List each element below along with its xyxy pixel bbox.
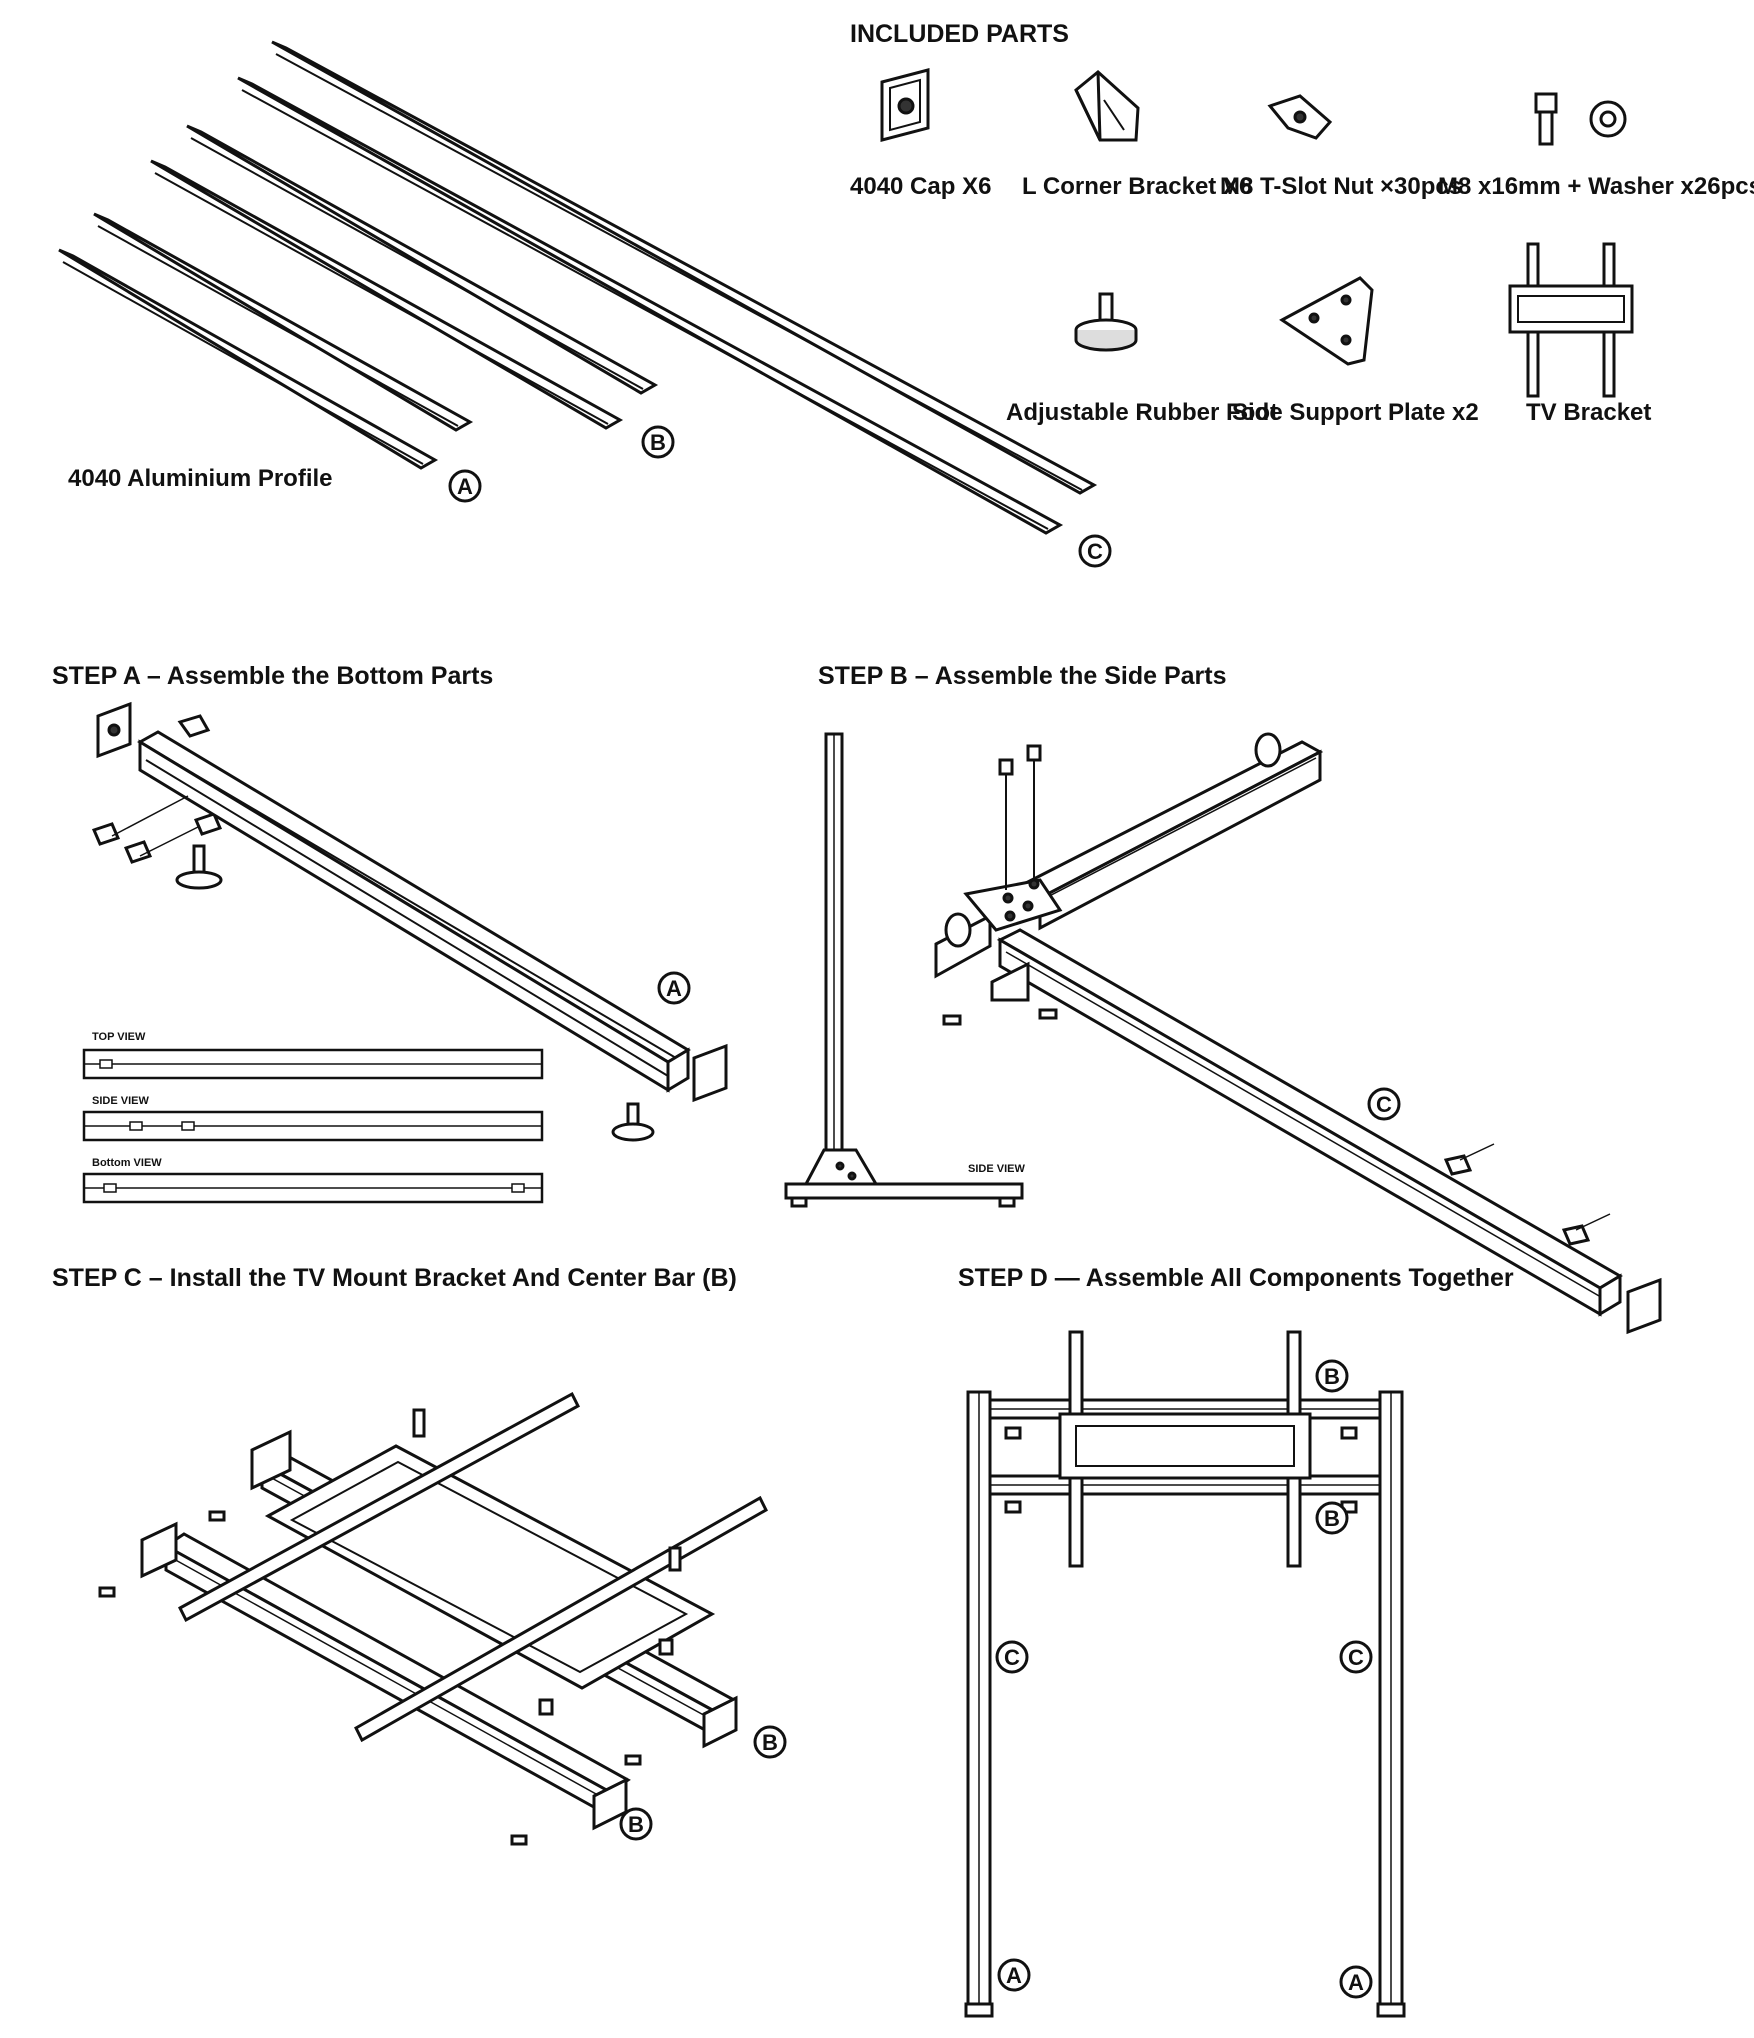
- part-label-tv-bracket: TV Bracket: [1526, 399, 1651, 426]
- aluminium-profiles-illustration: [58, 40, 1098, 535]
- step-b-title: STEP B – Assemble the Side Parts: [818, 662, 1227, 690]
- marker-c-profile: C: [1078, 534, 1112, 568]
- marker-label: A: [457, 474, 473, 499]
- bottom-view-bar: [82, 1172, 544, 1204]
- tv-bracket-icon: [1508, 242, 1634, 398]
- marker-c-step-d-1: C: [995, 1640, 1029, 1674]
- part-label-t-slot-nut: M8 T-Slot Nut ×30pcs: [1220, 173, 1462, 200]
- marker-a-profile: A: [448, 469, 482, 503]
- profile-label: 4040 Aluminium Profile: [68, 465, 333, 492]
- marker-label: A: [1006, 1963, 1022, 1988]
- marker-b-step-d-1: B: [1315, 1359, 1349, 1393]
- marker-b-profile: B: [641, 425, 675, 459]
- marker-label: B: [762, 1730, 778, 1755]
- part-label-rubber-foot: Adjustable Rubber Foot: [1006, 399, 1278, 426]
- marker-label: B: [628, 1812, 644, 1837]
- step-a-illustration: [91, 701, 728, 1142]
- top-view-label: TOP VIEW: [92, 1031, 146, 1043]
- top-view-bar: [82, 1048, 544, 1080]
- profile-bar-a-1: [93, 212, 474, 432]
- step-c-title: STEP C – Install the TV Mount Bracket An…: [52, 1264, 737, 1292]
- marker-label: B: [650, 430, 666, 455]
- marker-label: A: [666, 976, 682, 1001]
- part-label-support-plate: Side Support Plate x2: [1232, 399, 1479, 426]
- profile-bar-c-1: [271, 40, 1098, 495]
- bottom-view-label: Bottom VIEW: [92, 1157, 162, 1169]
- step-a-title: STEP A – Assemble the Bottom Parts: [52, 662, 493, 690]
- step-d-illustration: [964, 1330, 1406, 2018]
- marker-label: C: [1348, 1645, 1364, 1670]
- marker-label: B: [1324, 1506, 1340, 1531]
- corner-bracket-icon: [1074, 70, 1140, 142]
- part-label-corner-bracket: L Corner Bracket X6: [1022, 173, 1252, 200]
- marker-label: B: [1324, 1364, 1340, 1389]
- marker-label: C: [1376, 1092, 1392, 1117]
- marker-a-step-d-1: A: [997, 1958, 1031, 1992]
- step-b-side-view: [784, 732, 1024, 1208]
- side-view-bar: [82, 1110, 544, 1142]
- part-label-bolt-washer: M8 x16mm + Washer x26pcs: [1438, 173, 1754, 200]
- t-slot-nut-icon: [1267, 94, 1333, 140]
- marker-a-step-d-2: A: [1339, 1965, 1373, 1999]
- rubber-foot-icon: [1074, 292, 1138, 352]
- cap-icon: [880, 68, 930, 142]
- marker-label: A: [1348, 1970, 1364, 1995]
- included-parts-title: INCLUDED PARTS: [850, 20, 1069, 48]
- profile-bar-c-2: [237, 76, 1064, 535]
- marker-b-step-d-2: B: [1315, 1501, 1349, 1535]
- marker-label: C: [1087, 539, 1103, 564]
- support-plate-icon: [1279, 276, 1374, 366]
- marker-c-step-b: C: [1367, 1087, 1401, 1121]
- marker-c-step-d-2: C: [1339, 1640, 1373, 1674]
- profile-bar-a-2: [58, 248, 439, 470]
- marker-b-step-c-1: B: [753, 1725, 787, 1759]
- side-view-label: SIDE VIEW: [92, 1095, 149, 1107]
- step-c-illustration: [98, 1391, 768, 1846]
- marker-b-step-c-2: B: [619, 1807, 653, 1841]
- marker-label: C: [1004, 1645, 1020, 1670]
- profile-bar-b-1: [186, 124, 659, 395]
- bolt-washer-icon: [1534, 92, 1627, 146]
- step-d-title: STEP D — Assemble All Components Togethe…: [958, 1264, 1514, 1292]
- marker-a-step-a: A: [657, 971, 691, 1005]
- step-b-illustration: [934, 732, 1662, 1335]
- side-view-label-b: SIDE VIEW: [968, 1163, 1025, 1175]
- part-label-cap: 4040 Cap X6: [850, 173, 991, 200]
